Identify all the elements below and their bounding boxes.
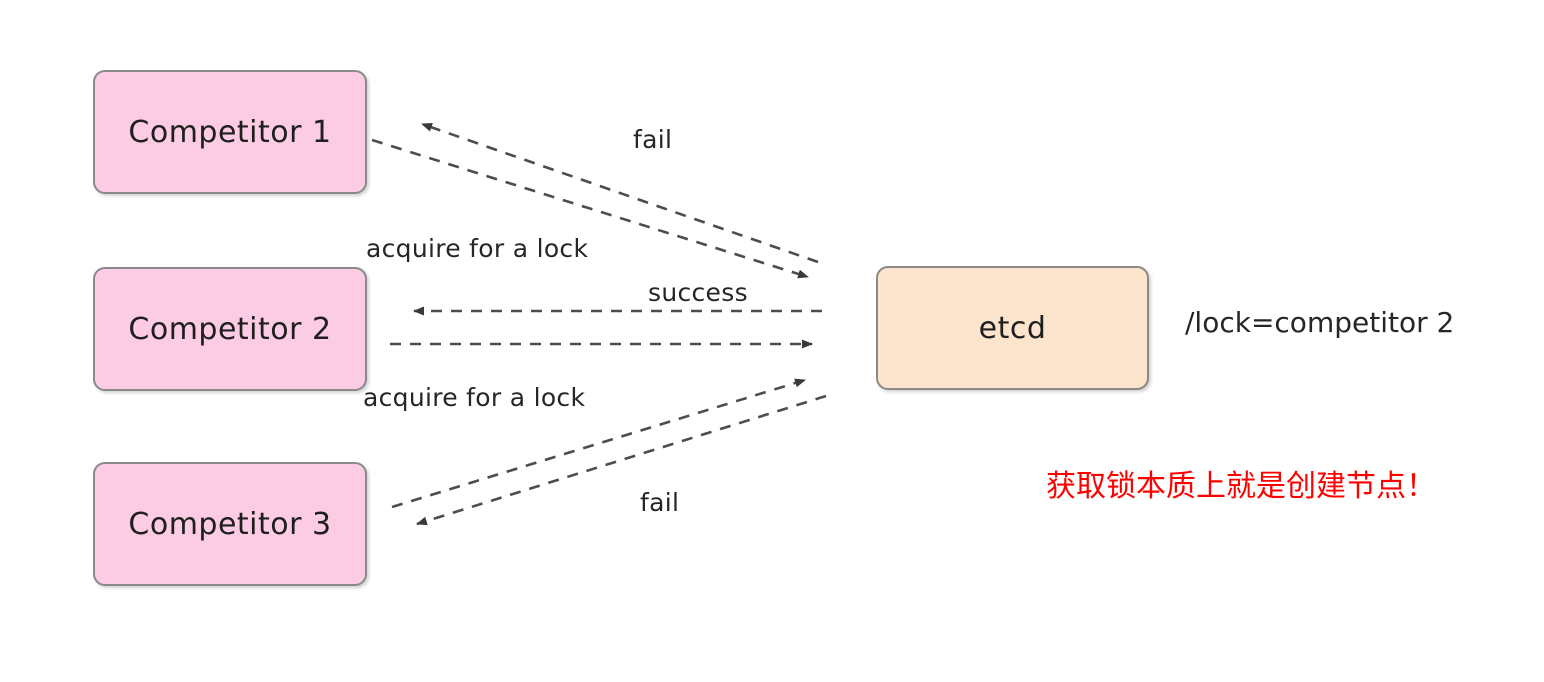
- node-competitor-3-label: Competitor 3: [128, 506, 332, 542]
- node-competitor-2[interactable]: Competitor 2: [93, 267, 367, 391]
- edge-label-acquire-bottom: acquire for a lock: [363, 383, 586, 412]
- annotation-lock-key: /lock=competitor 2: [1185, 306, 1455, 339]
- node-competitor-1[interactable]: Competitor 1: [93, 70, 367, 194]
- annotation-chinese-note: 获取锁本质上就是创建节点！: [1046, 469, 1436, 504]
- node-etcd-label: etcd: [978, 310, 1047, 346]
- node-etcd[interactable]: etcd: [876, 266, 1149, 390]
- edge-c3-request: [391, 378, 806, 509]
- edge-label-fail-top: fail: [633, 125, 673, 154]
- node-competitor-2-label: Competitor 2: [128, 311, 332, 347]
- node-competitor-1-label: Competitor 1: [128, 114, 332, 150]
- edge-label-acquire-top: acquire for a lock: [366, 234, 589, 263]
- edge-c3-response: [416, 394, 827, 526]
- edge-label-success: success: [648, 278, 748, 307]
- edge-c1-response: [421, 122, 819, 264]
- edge-label-fail-bottom: fail: [640, 488, 680, 517]
- edge-c1-request: [371, 138, 809, 279]
- node-competitor-3[interactable]: Competitor 3: [93, 462, 367, 586]
